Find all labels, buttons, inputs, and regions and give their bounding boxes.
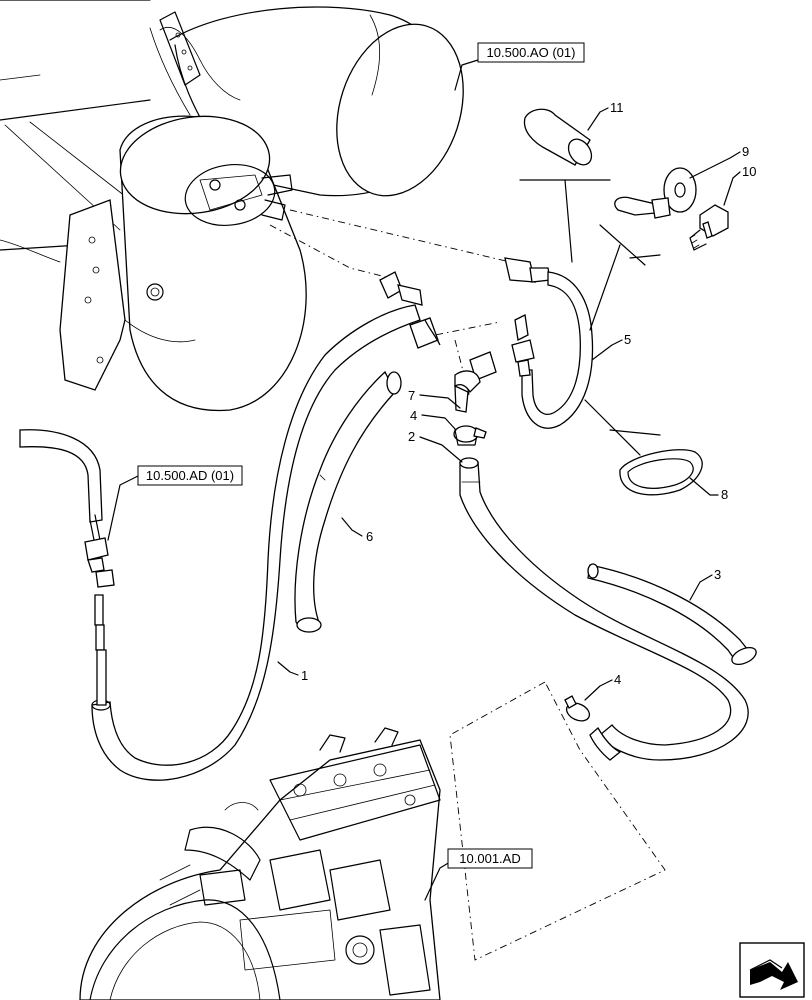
callout-10: 10 [742, 164, 756, 179]
ref-label-top: 10.500.AO (01) [487, 45, 576, 60]
fitting-7 [454, 351, 497, 413]
leader-lines [107, 59, 741, 901]
hose-2 [459, 457, 749, 761]
clamp-4-upper [453, 425, 487, 446]
ref-box-bottom[interactable]: 10.001.AD [447, 848, 533, 869]
clamp-4-lower [564, 695, 622, 761]
callout-4-lower: 4 [614, 672, 621, 687]
hose-5 [511, 271, 594, 429]
callout-3: 3 [714, 567, 721, 582]
upper-connectors [379, 257, 551, 349]
ref-label-left: 10.500.AD (01) [146, 468, 234, 483]
part-11-sleeve [523, 108, 593, 166]
callout-11: 11 [610, 100, 624, 115]
engine-assembly [79, 727, 441, 1000]
part-10-bolt [689, 204, 729, 251]
callout-1: 1 [301, 668, 308, 683]
hose-3 [587, 563, 757, 666]
ref-label-bottom: 10.001.AD [459, 851, 520, 866]
exhaust-assembly [0, 0, 464, 412]
ref-box-left[interactable]: 10.500.AD (01) [137, 465, 243, 486]
callout-2: 2 [408, 429, 415, 444]
callout-7: 7 [408, 388, 415, 403]
callout-8: 8 [721, 487, 728, 502]
callout-5: 5 [624, 332, 631, 347]
forward-arrow-icon[interactable] [739, 942, 805, 998]
part-9-clip [614, 167, 697, 219]
callout-4-upper: 4 [410, 408, 417, 423]
left-harness [19, 429, 115, 706]
part-8-ring [619, 449, 703, 496]
callout-6: 6 [366, 529, 373, 544]
hose-6 [294, 370, 402, 633]
ref-box-top[interactable]: 10.500.AO (01) [477, 42, 585, 63]
callout-9: 9 [742, 144, 749, 159]
exploded-frame [519, 179, 661, 456]
callout-labels: 11 9 10 5 7 4 2 8 6 3 1 4 [301, 100, 756, 687]
